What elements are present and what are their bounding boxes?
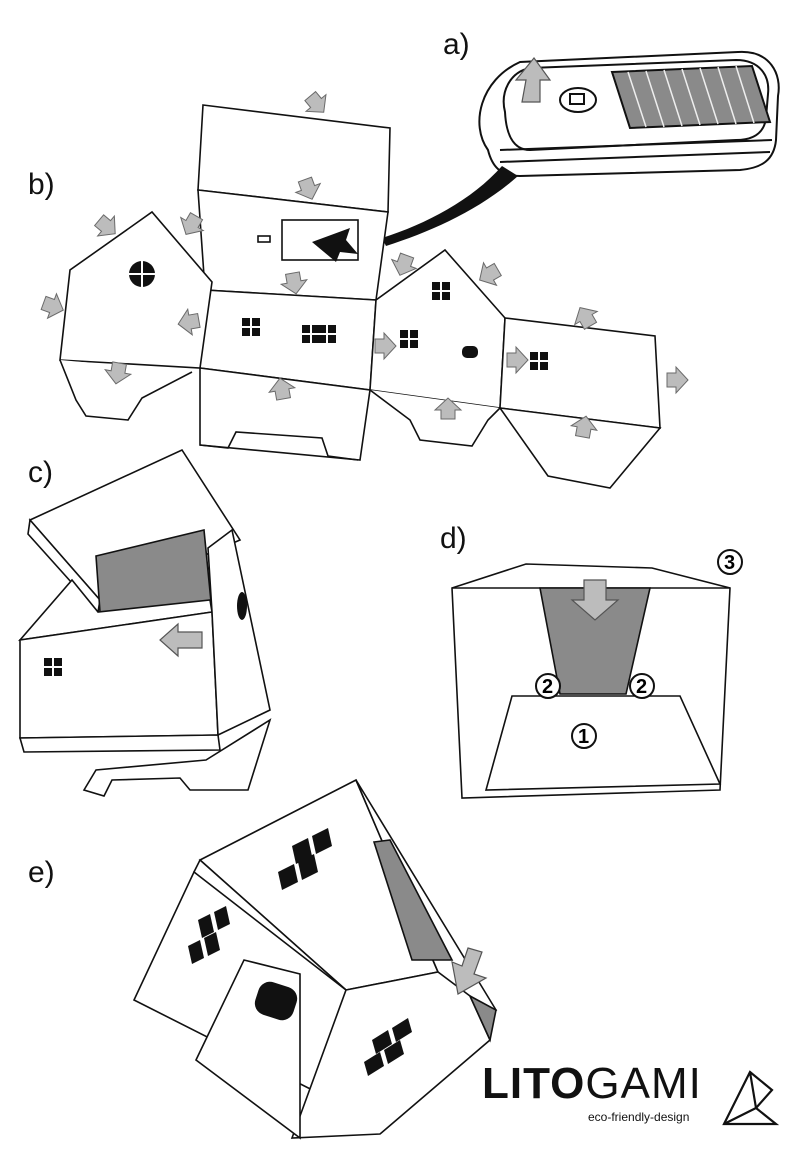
marker-2-right: 2: [636, 676, 647, 698]
folding-house: [20, 450, 270, 796]
round-window-side: [237, 592, 247, 620]
solar-light-icon: [479, 52, 778, 176]
brand-tagline: eco-friendly-design: [588, 1110, 689, 1124]
marker-1: 1: [578, 726, 589, 748]
pointer-arrow: [382, 166, 518, 246]
marker-3: 3: [724, 552, 735, 574]
brand-name-bold: LITO: [482, 1059, 585, 1108]
brand-name-light: GAMI: [585, 1059, 701, 1108]
marker-2-left: 2: [542, 676, 553, 698]
brand-name: LITOGAMI: [482, 1062, 702, 1106]
finished-house: [134, 780, 496, 1138]
brand-logo: LITOGAMI eco-friendly-design: [482, 1062, 782, 1132]
